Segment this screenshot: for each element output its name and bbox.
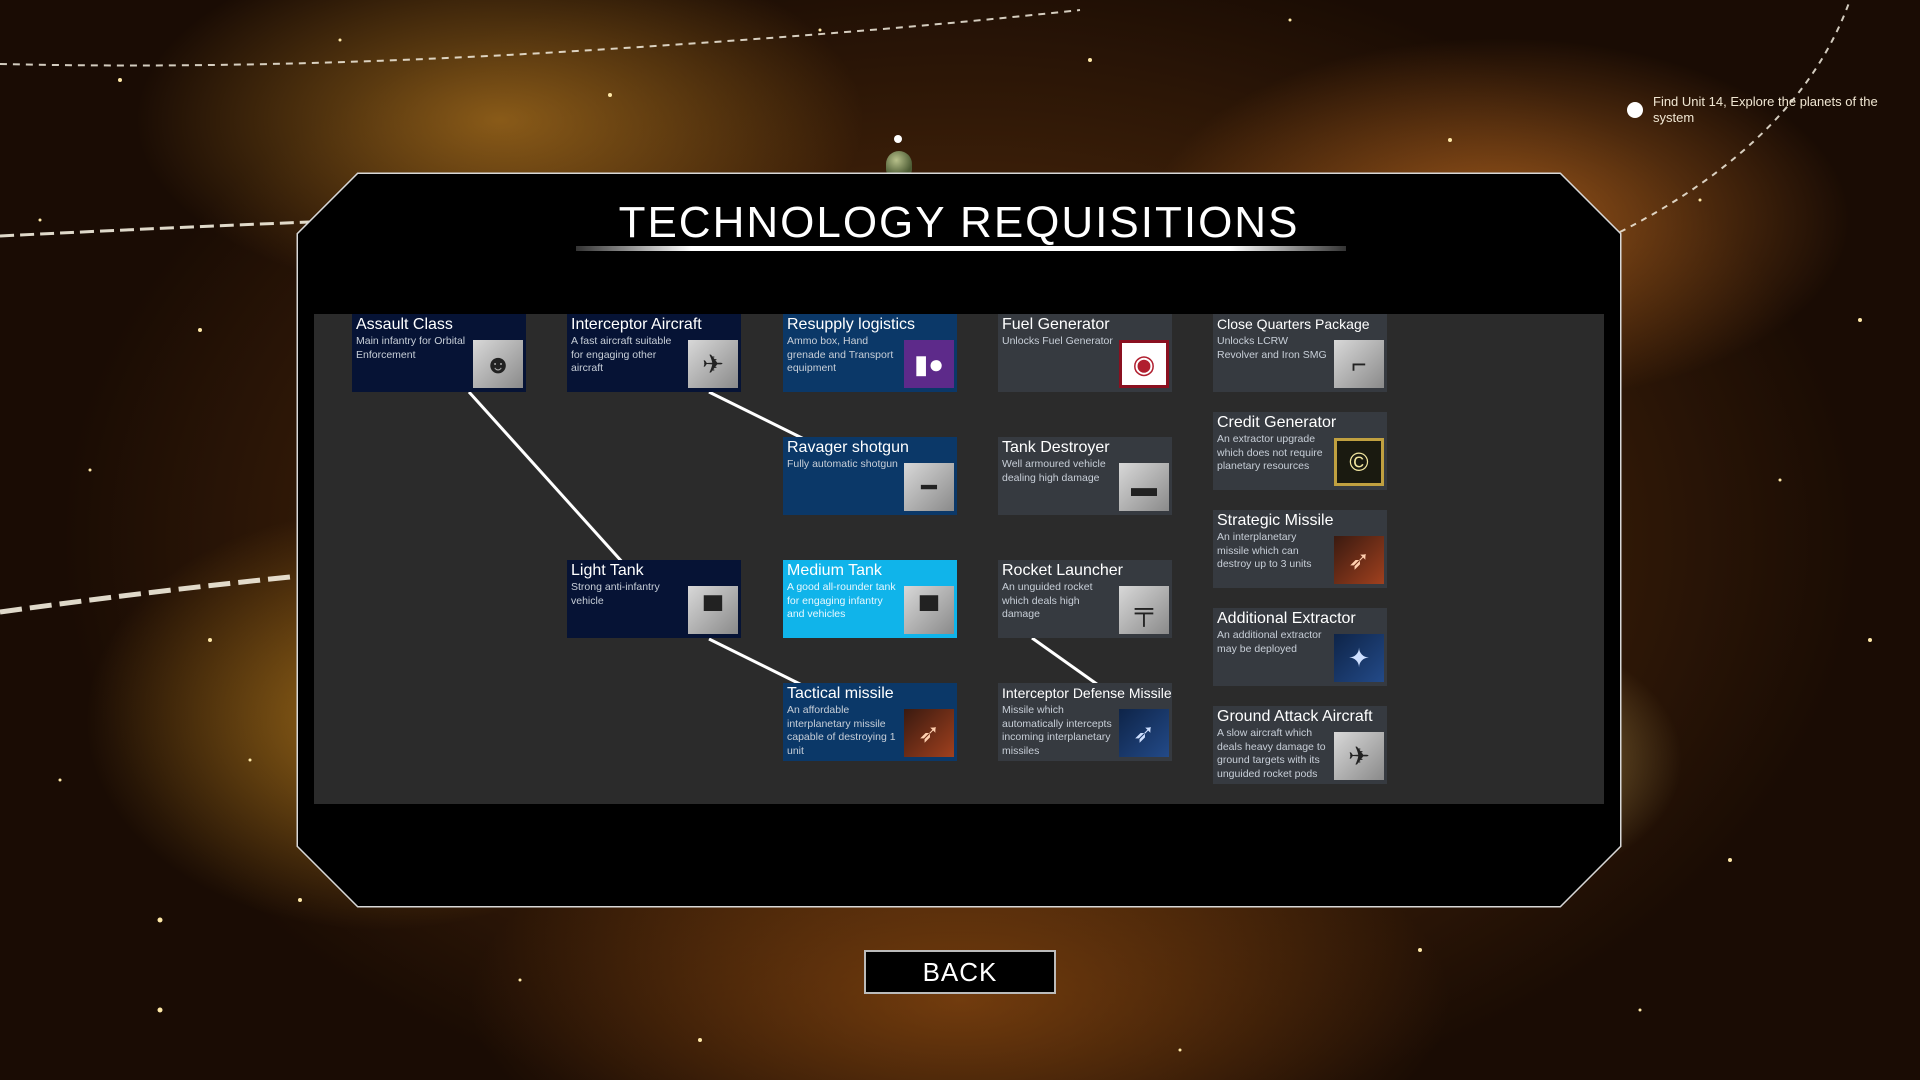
tech-node-light-tank[interactable]: Light Tank Strong anti-infantry vehicle … <box>567 560 741 638</box>
tech-node-strategic-missile[interactable]: Strategic Missile An interplanetary miss… <box>1213 510 1387 588</box>
tech-name: Tank Destroyer <box>1002 439 1110 456</box>
tech-description: An unguided rocket which deals high dama… <box>1002 581 1093 620</box>
tech-description: Missile which automatically intercepts i… <box>1002 704 1112 757</box>
tech-description: Well armoured vehicle dealing high damag… <box>1002 458 1106 484</box>
planet-marker-dot <box>894 135 902 143</box>
tech-description: Unlocks LCRW Revolver and Iron SMG <box>1217 335 1327 361</box>
tech-description: A good all-rounder tank for engaging inf… <box>787 581 896 620</box>
rocket-launcher-icon: ╤ <box>1119 586 1169 634</box>
tech-name: Close Quarters Package <box>1217 316 1370 332</box>
tech-node-tank-destroyer[interactable]: Tank Destroyer Well armoured vehicle dea… <box>998 437 1172 515</box>
tech-node-medium-tank[interactable]: Medium Tank A good all-rounder tank for … <box>783 560 957 638</box>
fuel-generator-icon: ◉ <box>1119 340 1169 388</box>
objective-marker: Find Unit 14, Explore the planets of the… <box>1627 94 1897 126</box>
jet-icon: ✈ <box>688 340 738 388</box>
tech-description: A slow aircraft which deals heavy damage… <box>1217 727 1326 780</box>
attack-aircraft-icon: ✈ <box>1334 732 1384 780</box>
tank-destroyer-icon: ▬ <box>1119 463 1169 511</box>
planet-body <box>886 151 912 177</box>
tech-node-credit-generator[interactable]: Credit Generator An extractor upgrade wh… <box>1213 412 1387 490</box>
planet-icon[interactable] <box>886 135 912 177</box>
tech-name: Medium Tank <box>787 562 882 579</box>
tech-name: Interceptor Defense Missile <box>1002 685 1172 701</box>
ammo-grenade-icon: ▮● <box>904 340 954 388</box>
tech-description: An affordable interplanetary missile cap… <box>787 704 896 757</box>
tech-name: Assault Class <box>356 316 453 333</box>
tech-node-additional-extractor[interactable]: Additional Extractor An additional extra… <box>1213 608 1387 686</box>
tech-name: Interceptor Aircraft <box>571 316 702 333</box>
tech-description: Ammo box, Hand grenade and Transport equ… <box>787 335 894 374</box>
tech-node-tactical-missile[interactable]: Tactical missile An affordable interplan… <box>783 683 957 761</box>
tech-node-ground-attack-aircraft[interactable]: Ground Attack Aircraft A slow aircraft w… <box>1213 706 1387 784</box>
credit-icon: © <box>1334 438 1384 486</box>
tactical-missile-icon: ➶ <box>904 709 954 757</box>
tech-description: An additional extractor may be deployed <box>1217 629 1322 655</box>
tech-name: Resupply logistics <box>787 316 916 333</box>
tech-node-interceptor-defense-missile[interactable]: Interceptor Defense Missile Missile whic… <box>998 683 1172 761</box>
tech-node-fuel-generator[interactable]: Fuel Generator Unlocks Fuel Generator ◉ <box>998 314 1172 392</box>
tech-name: Ravager shotgun <box>787 439 909 456</box>
pistol-smg-icon: ⌐ <box>1334 340 1384 388</box>
soldier-icon: ☻ <box>473 340 523 388</box>
tech-node-interceptor-aircraft[interactable]: Interceptor Aircraft A fast aircraft sui… <box>567 314 741 392</box>
objective-dot-icon <box>1627 102 1643 118</box>
missile-icon: ➶ <box>1334 536 1384 584</box>
back-button[interactable]: BACK <box>864 950 1056 994</box>
tech-name: Rocket Launcher <box>1002 562 1123 579</box>
medium-tank-icon: ▀ <box>904 586 954 634</box>
extractor-icon: ✦ <box>1334 634 1384 682</box>
tech-name: Strategic Missile <box>1217 512 1334 529</box>
tech-tree: Assault Class Main infantry for Orbital … <box>314 314 1604 804</box>
objective-text: Find Unit 14, Explore the planets of the… <box>1653 94 1878 125</box>
tech-name: Light Tank <box>571 562 644 579</box>
tech-description: Strong anti-infantry vehicle <box>571 581 660 607</box>
tech-name: Ground Attack Aircraft <box>1217 708 1373 725</box>
tech-node-ravager-shotgun[interactable]: Ravager shotgun Fully automatic shotgun … <box>783 437 957 515</box>
tech-node-close-quarters-package[interactable]: Close Quarters Package Unlocks LCRW Revo… <box>1213 314 1387 392</box>
tech-node-resupply-logistics[interactable]: Resupply logistics Ammo box, Hand grenad… <box>783 314 957 392</box>
tech-description: Main infantry for Orbital Enforcement <box>356 335 466 361</box>
tech-node-rocket-launcher[interactable]: Rocket Launcher An unguided rocket which… <box>998 560 1172 638</box>
tech-description: A fast aircraft suitable for engaging ot… <box>571 335 672 374</box>
title-underline <box>576 246 1346 251</box>
tech-node-assault-class[interactable]: Assault Class Main infantry for Orbital … <box>352 314 526 392</box>
technology-panel: TECHNOLOGY REQUISITIONS <box>298 174 1620 906</box>
tech-description: An extractor upgrade which does not requ… <box>1217 433 1323 472</box>
defense-missile-icon: ➶ <box>1119 709 1169 757</box>
light-tank-icon: ▀ <box>688 586 738 634</box>
tech-description: Unlocks Fuel Generator <box>1002 335 1113 347</box>
tech-name: Credit Generator <box>1217 414 1337 431</box>
panel-title: TECHNOLOGY REQUISITIONS <box>618 198 1300 247</box>
tech-name: Tactical missile <box>787 685 894 702</box>
tech-name: Fuel Generator <box>1002 316 1110 333</box>
tech-description: An interplanetary missile which can dest… <box>1217 531 1312 570</box>
tech-name: Additional Extractor <box>1217 610 1356 627</box>
tech-description: Fully automatic shotgun <box>787 458 898 470</box>
shotgun-icon: ━ <box>904 463 954 511</box>
